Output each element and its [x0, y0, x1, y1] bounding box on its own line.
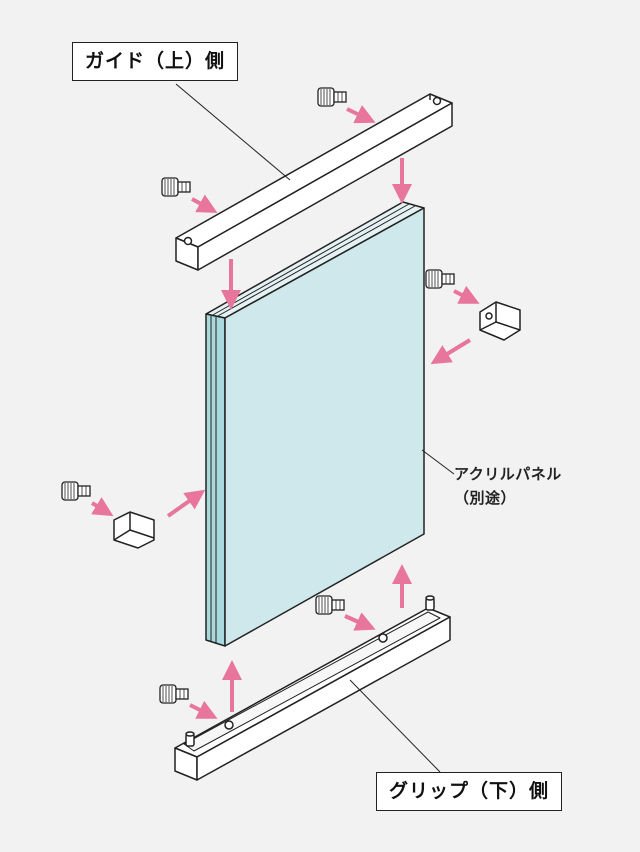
screw-right-clip [425, 269, 455, 289]
screw-bottom-left [159, 684, 189, 704]
top-guide-rail [175, 93, 453, 271]
screw-top-right [317, 87, 347, 107]
leader-lines [175, 83, 455, 773]
right-clip [479, 301, 521, 341]
bottom-grip-rail [174, 595, 451, 781]
screw-top-left [161, 177, 191, 197]
assembly-arrows [90, 105, 480, 719]
panel-label: アクリルパネル （別途） [454, 462, 562, 510]
panel-label-line2: （別途） [454, 489, 517, 507]
left-clip [113, 511, 155, 549]
screw-bottom-right [315, 595, 345, 615]
screw-left-clip [61, 481, 91, 501]
top-guide-label: ガイド（上）側 [72, 42, 239, 81]
panel-label-line1: アクリルパネル [454, 465, 562, 483]
acrylic-panel [205, 201, 425, 647]
bottom-grip-label: グリップ（下）側 [376, 772, 563, 811]
